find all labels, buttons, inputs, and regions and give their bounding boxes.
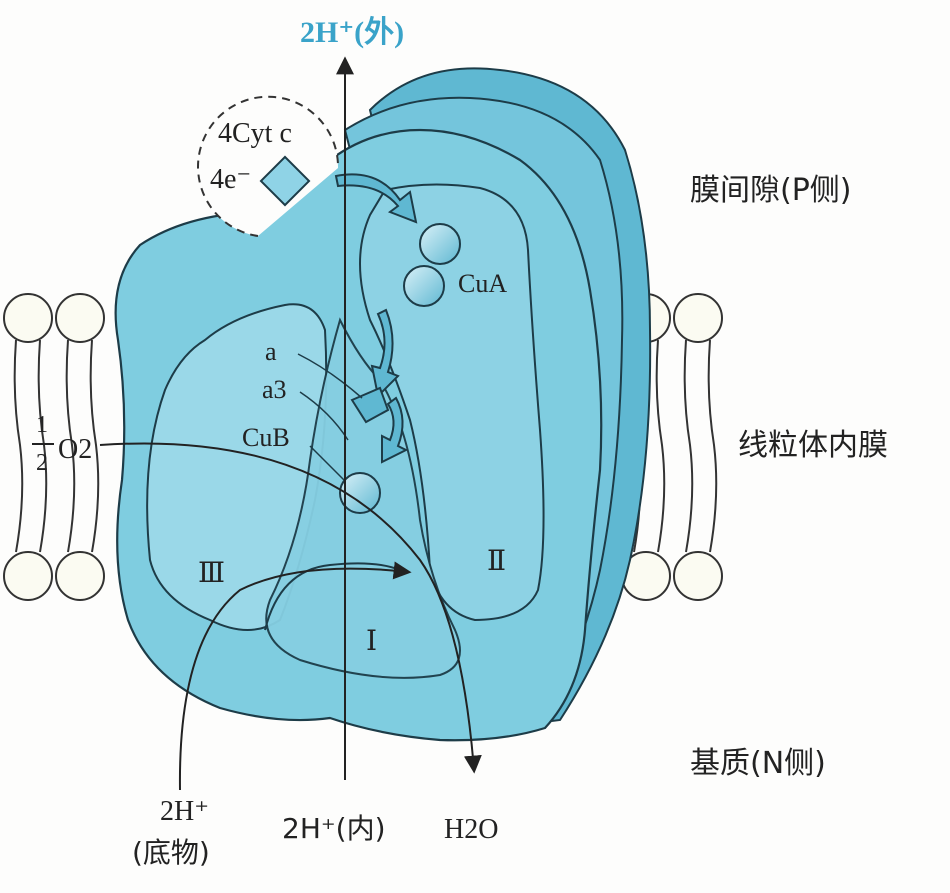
proton-loop (264, 562, 401, 631)
a-label: a (265, 337, 277, 366)
redox-centers (339, 223, 461, 514)
substrate-proton-arrow (178, 561, 412, 791)
protein-complex (114, 67, 652, 742)
p-side-label: 膜间隙(P侧) (690, 173, 852, 208)
electrons-label: 4e⁻ (210, 164, 251, 195)
cytc-diamond-icon (259, 155, 311, 207)
oxygen-to-water-arrow (99, 442, 482, 774)
oxygen-fraction-denominator: 2 (36, 450, 48, 476)
cua-label: CuA (458, 269, 507, 298)
cua-sphere-2 (403, 265, 445, 307)
cub-label: CuB (242, 423, 290, 452)
n-side-label: 基质(N侧) (690, 746, 826, 781)
substrate-proton-label: 2H⁺ (160, 796, 209, 827)
water-label: H2O (444, 814, 498, 845)
cub-sphere (339, 472, 381, 514)
cytc-dashed-circle (197, 95, 340, 237)
cua-sphere-1 (419, 223, 461, 265)
subunit-2-label: Ⅱ (487, 546, 506, 577)
oxygen-fraction-numerator: 1 (36, 412, 48, 438)
substrate-proton-sublabel: (底物) (132, 836, 210, 869)
membrane-label: 线粒体内膜 (738, 428, 888, 463)
top-proton-label: 2H⁺(外) (300, 16, 404, 49)
cytc-label: 4Cyt c (218, 118, 292, 149)
a3-label: a3 (262, 375, 287, 404)
inner-proton-label: 2H⁺(内) (282, 812, 386, 845)
oxygen-label: O2 (58, 434, 92, 465)
subunit-1-label: Ⅰ (366, 626, 377, 657)
subunit-3-label: Ⅲ (198, 558, 225, 589)
